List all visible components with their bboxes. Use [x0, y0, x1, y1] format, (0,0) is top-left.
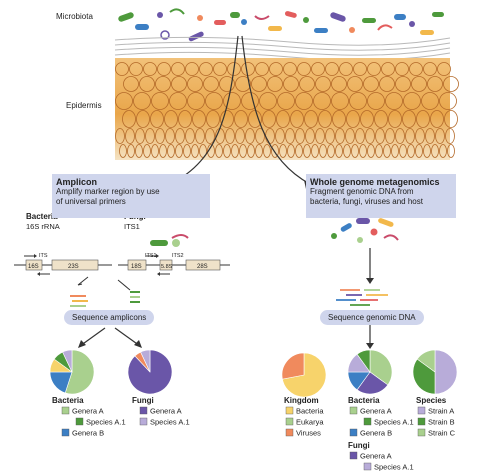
amplicon-title: Amplicon — [56, 177, 98, 187]
fungi-illustration — [150, 234, 189, 247]
legend-amp_bacteria-item-0: Genera A — [72, 407, 104, 416]
epidermis-label: Epidermis — [66, 101, 102, 110]
amplicon-line1: Amplify marker region by use — [56, 187, 160, 196]
legend-kingdom-swatch-1 — [285, 417, 294, 426]
pie-species-slice-2 — [416, 349, 436, 373]
legend-kingdom-swatch-0 — [285, 406, 294, 415]
legend-amp_fungi-swatch-0 — [139, 406, 148, 415]
wgm-line2: bacteria, fungi, viruses and host — [310, 197, 423, 206]
legend-amp_bacteria-item-1: Species A.1 — [86, 418, 126, 427]
legend-wgm_bacteria-item-1: Species A.1 — [374, 418, 414, 427]
legend-wgm_fungi-item-1: Species A.1 — [374, 463, 414, 472]
legend-amp_bacteria-title: Bacteria — [52, 396, 84, 405]
pie-species — [412, 349, 458, 395]
gene-16s — [25, 259, 43, 271]
legend-kingdom-swatch-2 — [285, 428, 294, 437]
legend-wgm_fungi-item-0: Genera A — [360, 452, 392, 461]
legend-wgm_fungi-swatch-1 — [363, 462, 372, 471]
legend-species-item-0: Strain A — [428, 407, 454, 416]
pie-wgm-bacteria-slice-4 — [356, 349, 371, 373]
legend-wgm_bacteria-title: Bacteria — [348, 396, 380, 405]
legend-wgm_bacteria-swatch-0 — [349, 406, 358, 415]
pie-species-slice-1 — [412, 358, 436, 395]
svg-text:ITS: ITS — [39, 253, 48, 259]
legend-wgm_bacteria-swatch-2 — [349, 428, 358, 437]
svg-text:28S: 28S — [197, 264, 208, 270]
pie-amp-bacteria-slice-4 — [62, 349, 73, 373]
legend-kingdom-title: Kingdom — [284, 396, 319, 405]
sequence-amplicons-step: Sequence amplicons — [64, 310, 155, 325]
legend-amp_bacteria-swatch-0 — [61, 406, 70, 415]
gene-18s — [127, 259, 147, 271]
epidermis-cells — [115, 62, 459, 158]
legend-kingdom-item-1: Eukarya — [296, 418, 324, 427]
legend-wgm_fungi-title: Fungi — [348, 441, 370, 450]
legend-kingdom-item-2: Viruses — [296, 429, 321, 438]
bacteria-gene-title: Bacteria — [26, 212, 58, 221]
pie-wgm-bacteria-slice-1 — [356, 371, 389, 395]
microbe-cluster — [118, 8, 444, 42]
wgm-header: Whole genome metagenomics Fragment genom… — [306, 174, 456, 218]
legend-species-swatch-0 — [417, 406, 426, 415]
legend-wgm_bacteria-swatch-1 — [363, 417, 372, 426]
legend-amp_fungi-title: Fungi — [132, 396, 154, 405]
pie-amp-bacteria-slice-0 — [64, 349, 95, 395]
svg-text:18S: 18S — [131, 264, 142, 270]
bacteria-gene-marker: 16S rRNA — [26, 222, 60, 231]
wgm-title: Whole genome metagenomics — [310, 177, 440, 187]
legend-species-swatch-1 — [417, 417, 426, 426]
legend-amp_fungi-item-1: Species A.1 — [150, 418, 190, 427]
amplicon-line2: of universal primers — [56, 197, 126, 206]
pie-amp-fungi-slice-2 — [140, 349, 151, 373]
pie-kingdom — [281, 352, 327, 398]
legend-amp_bacteria-item-2: Genera B — [72, 429, 104, 438]
legend-species-item-1: Strain B — [428, 418, 455, 427]
legend-amp_fungi-swatch-1 — [139, 417, 148, 426]
gene-5-8s — [159, 259, 173, 271]
pie-amplicon-bacteria — [49, 349, 95, 395]
legend-species-swatch-2 — [417, 428, 426, 437]
legend-amp_bacteria-swatch-1 — [75, 417, 84, 426]
microbiota-label: Microbiota — [56, 12, 93, 21]
pie-kingdom-slice-1 — [281, 352, 305, 380]
svg-text:23S: 23S — [68, 264, 79, 270]
legend-amp_fungi-item-0: Genera A — [150, 407, 182, 416]
genomic-fragments — [336, 289, 388, 306]
svg-text:5.8S: 5.8S — [161, 264, 173, 270]
svg-text:16S: 16S — [28, 264, 39, 270]
legend-kingdom-item-0: Bacteria — [296, 407, 324, 416]
legend-wgm_bacteria-item-0: Genera A — [360, 407, 392, 416]
svg-text:ITS2: ITS2 — [172, 253, 184, 259]
wgm-line1: Fragment genomic DNA from — [310, 187, 414, 196]
wgm-organisms — [331, 218, 399, 243]
pie-amplicon-fungi — [127, 349, 173, 395]
fungi-gene-marker: ITS1 — [124, 222, 140, 231]
amplicon-fragments — [70, 291, 140, 312]
sequence-genomic-step: Sequence genomic DNA — [320, 310, 424, 325]
pie-wgm-bacteria — [347, 349, 393, 395]
legend-amp_bacteria-swatch-2 — [61, 428, 70, 437]
pie-wgm-bacteria-slice-0 — [369, 349, 393, 386]
stratum-corneum — [114, 36, 451, 61]
amplicon-header: Amplicon Amplify marker region by use of… — [52, 174, 210, 218]
gene-23s — [51, 259, 99, 271]
legend-species-item-2: Strain C — [428, 429, 456, 438]
legend-species-title: Species — [416, 396, 447, 405]
arrow-to-wgm — [241, 35, 311, 185]
legend-wgm_bacteria-item-2: Genera B — [360, 429, 392, 438]
legend-wgm_fungi-swatch-0 — [349, 451, 358, 460]
gene-28s — [185, 259, 221, 271]
pie-species-slice-0 — [434, 349, 458, 395]
